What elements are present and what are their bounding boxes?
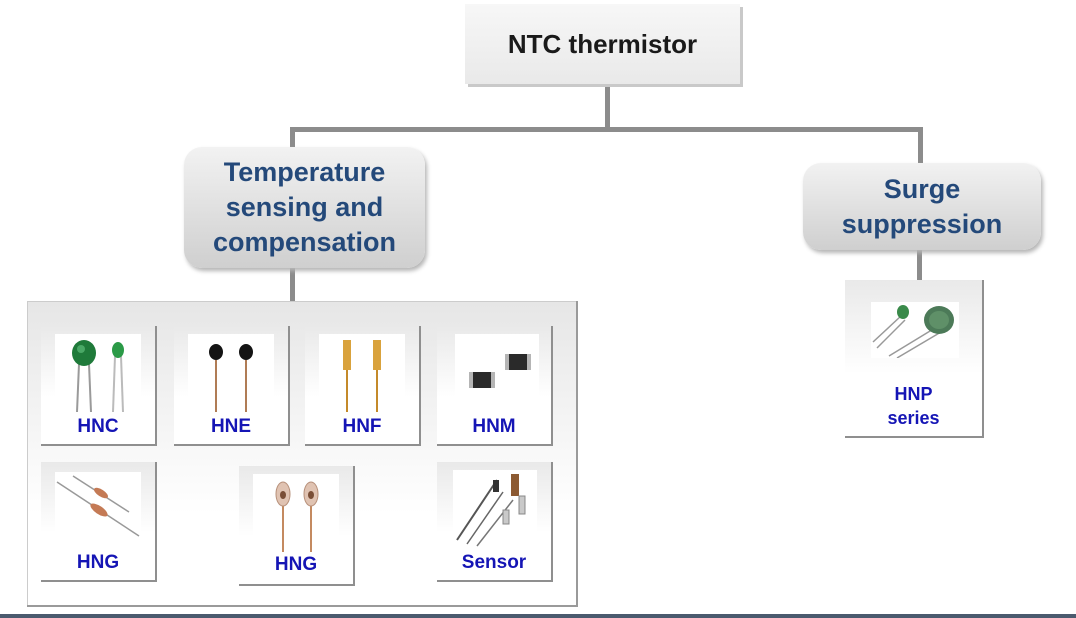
category-label-line: sensing and xyxy=(225,192,384,222)
axial-glass-thermistor-icon xyxy=(56,475,140,537)
green-disc-surge-thermistor-icon xyxy=(872,305,954,358)
probe-sensor-assembly-icon xyxy=(456,474,526,547)
product-label: HNP series xyxy=(845,382,982,430)
connector-to-temperature xyxy=(290,127,295,149)
product-label: HNG xyxy=(274,554,318,575)
product-card-hng-axial[interactable]: HNG xyxy=(41,462,157,582)
yellow-film-thermistor-icon xyxy=(343,340,381,412)
product-card-hnp-series[interactable]: HNP series xyxy=(845,280,984,438)
product-card-sensor[interactable]: Sensor xyxy=(437,462,553,582)
connector-surge-to-product xyxy=(917,250,922,282)
product-card-hng-radial[interactable]: HNG xyxy=(239,466,355,586)
category-surge-suppression: Surge suppression xyxy=(803,163,1041,250)
category-label-line: Temperature xyxy=(223,157,386,187)
bottom-border-line xyxy=(0,614,1076,618)
radial-glass-thermistor-icon xyxy=(275,481,319,552)
product-label-line: series xyxy=(887,408,940,428)
connector-temperature-to-group xyxy=(290,266,295,302)
product-card-hne[interactable]: HNE xyxy=(174,326,290,446)
category-label-line: suppression xyxy=(841,208,1003,239)
product-label: HNC xyxy=(77,416,119,437)
product-label: Sensor xyxy=(461,552,527,573)
category-temperature-sensing: Temperature sensing and compensation xyxy=(184,147,425,268)
root-node-ntc-thermistor: NTC thermistor xyxy=(465,4,740,84)
category-label-line: Surge xyxy=(883,173,961,204)
smd-chip-thermistor-icon xyxy=(469,354,531,388)
product-card-hnc[interactable]: HNC xyxy=(41,326,157,446)
product-label: HNF xyxy=(342,416,382,437)
category-label-line: compensation xyxy=(212,227,397,257)
connector-to-surge xyxy=(918,127,923,165)
product-card-hnm[interactable]: HNM xyxy=(437,326,553,446)
product-label: HNG xyxy=(76,552,120,573)
connector-root-down xyxy=(605,86,610,130)
product-label-line: HNP xyxy=(894,384,933,404)
green-disc-thermistor-icon xyxy=(72,340,124,412)
black-bead-thermistor-icon xyxy=(209,344,253,412)
root-node-label: NTC thermistor xyxy=(507,28,698,59)
product-label: HNE xyxy=(210,416,252,437)
product-label: HNM xyxy=(472,416,516,437)
product-card-hnf[interactable]: HNF xyxy=(305,326,421,446)
connector-horizontal-bar xyxy=(290,127,923,132)
